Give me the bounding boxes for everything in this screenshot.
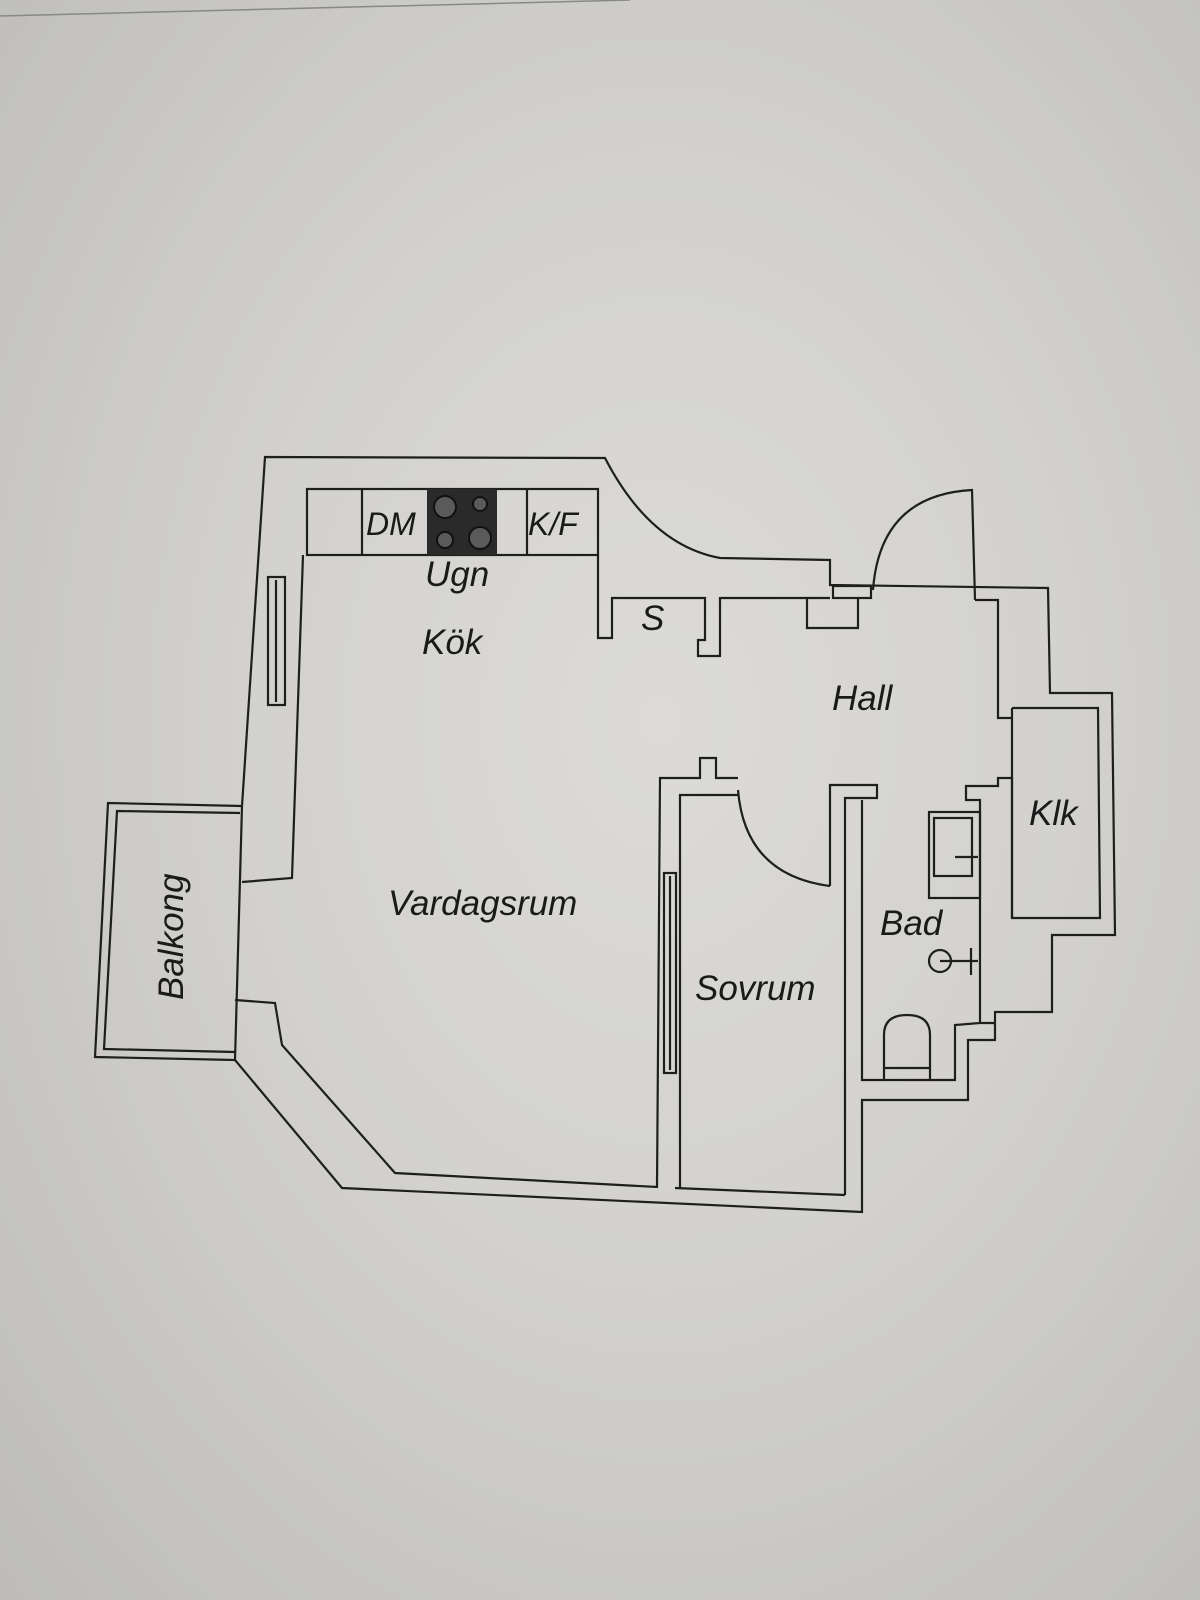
label-kitchen: Kök [422,623,484,662]
label-fridge-freezer: K/F [528,506,580,542]
label-closet: Klk [1029,794,1079,833]
label-dishwasher: DM [366,506,416,542]
living-inner-wall [234,554,738,1189]
sink-icon [927,810,982,900]
label-storage: S [641,599,664,638]
toilet-icon [882,1013,932,1080]
balcony [93,801,243,1062]
outer-wall [233,455,1117,1214]
cooktop-icon [427,489,497,555]
kitchen-counter [305,487,600,557]
shower-icon [927,948,978,975]
label-oven: Ugn [425,555,489,594]
kitchen-east-wall [596,555,860,658]
sliding-door-icon [662,871,678,1075]
bedroom-door-icon [736,789,831,888]
bedroom-wall [674,783,879,1197]
window-icon [266,575,287,707]
paper-edge [0,0,631,17]
entrance-door-icon [831,488,1012,720]
label-hall: Hall [832,679,894,718]
label-living-room: Vardagsrum [388,884,577,923]
label-bathroom: Bad [880,904,944,943]
label-balcony: Balkong [152,873,191,1000]
label-bedroom: Sovrum [695,969,816,1008]
bathroom-wall [860,776,1014,1082]
